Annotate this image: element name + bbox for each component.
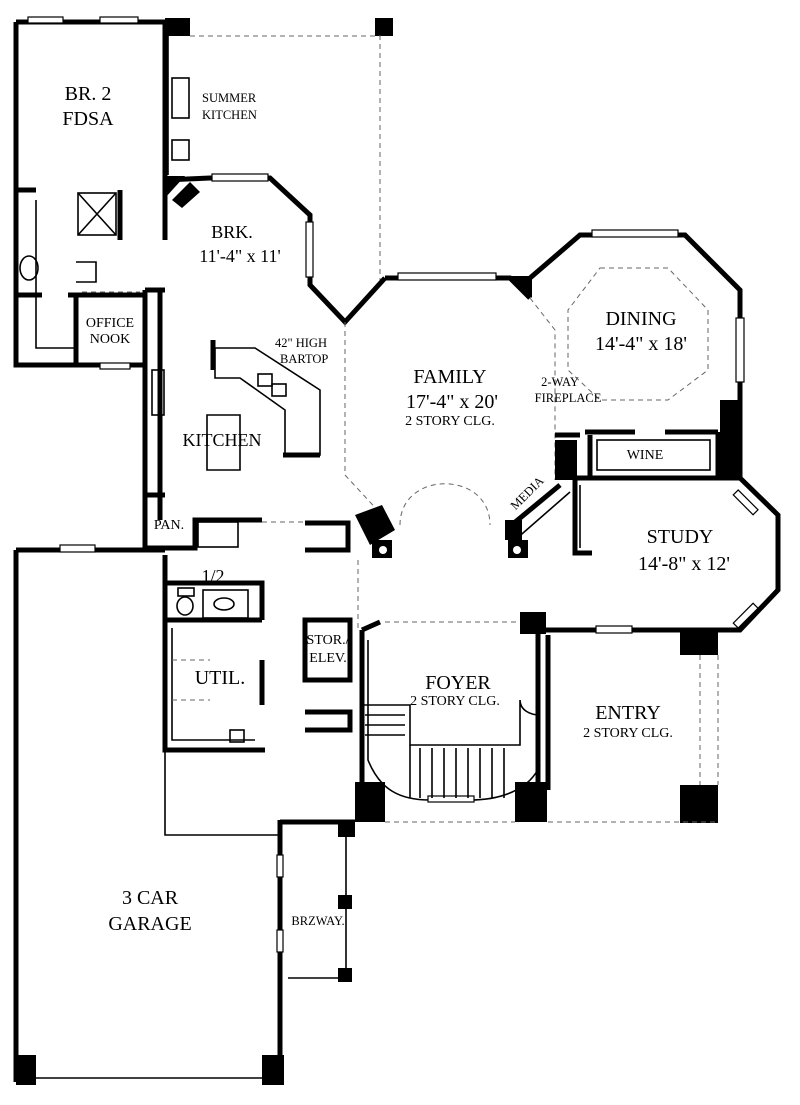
bath-fixtures	[19, 192, 117, 349]
fireplace-sublabel: FIREPLACE	[535, 391, 602, 405]
storage-elevator-sublabel: ELEV.	[309, 651, 346, 666]
media-walls	[505, 483, 571, 541]
family-walls	[344, 272, 556, 526]
garage-walls	[13, 544, 284, 1085]
office-nook-label: OFFICE	[86, 316, 134, 331]
fireplace-label: 2-WAY	[541, 375, 579, 389]
office-nook-sublabel: NOOK	[90, 332, 130, 347]
br2-sublabel: FDSA	[62, 108, 114, 130]
utility-label: UTIL.	[195, 667, 246, 689]
garage-sublabel: GARAGE	[108, 913, 191, 935]
br2-label: BR. 2	[65, 83, 112, 105]
bartop-label: 42" HIGH	[275, 336, 327, 350]
summer-kitchen-sublabel: KITCHEN	[202, 108, 257, 122]
breakfast-label: BRK.	[211, 222, 253, 242]
pantry-label: PAN.	[154, 518, 184, 533]
kitchen-walls	[145, 290, 321, 551]
kitchen-label: KITCHEN	[183, 430, 262, 450]
study-size: 14'-8" x 12'	[638, 553, 730, 575]
room-labels: BR. 2 FDSA SUMMER KITCHEN BRK. 11'-4" x …	[62, 83, 730, 935]
dining-walls	[528, 229, 745, 478]
breezeway-label: BRZWAY.	[291, 914, 344, 928]
fireplace-wine	[555, 400, 742, 481]
breezeway-walls	[276, 819, 355, 982]
storage-elevator-walls	[302, 560, 359, 733]
family-ceiling: 2 STORY CLG.	[405, 414, 495, 429]
foyer-label: FOYER	[425, 672, 491, 694]
entry-ceiling: 2 STORY CLG.	[583, 726, 673, 741]
dining-label: DINING	[605, 308, 676, 330]
foyer-walls	[355, 612, 547, 823]
breakfast-size: 11'-4" x 11'	[199, 246, 281, 266]
bartop-sublabel: BARTOP	[280, 352, 328, 366]
study-label: STUDY	[647, 526, 714, 548]
family-size: 17'-4" x 20'	[406, 391, 498, 413]
half-bath-label: 1/2	[201, 566, 224, 586]
entry-label: ENTRY	[595, 702, 661, 724]
media-label: MEDIA	[508, 474, 547, 513]
summer-kitchen-label: SUMMER	[202, 91, 257, 105]
garage-label: 3 CAR	[122, 887, 179, 909]
pantry-walls	[145, 505, 528, 558]
family-label: FAMILY	[413, 366, 486, 388]
storage-elevator-label: STOR./	[307, 633, 350, 648]
summer-kitchen-walls	[165, 18, 393, 280]
foyer-ceiling: 2 STORY CLG.	[410, 694, 500, 709]
dining-size: 14'-4" x 18'	[595, 333, 687, 355]
entry-walls	[545, 630, 719, 823]
wine-label: WINE	[627, 448, 664, 463]
